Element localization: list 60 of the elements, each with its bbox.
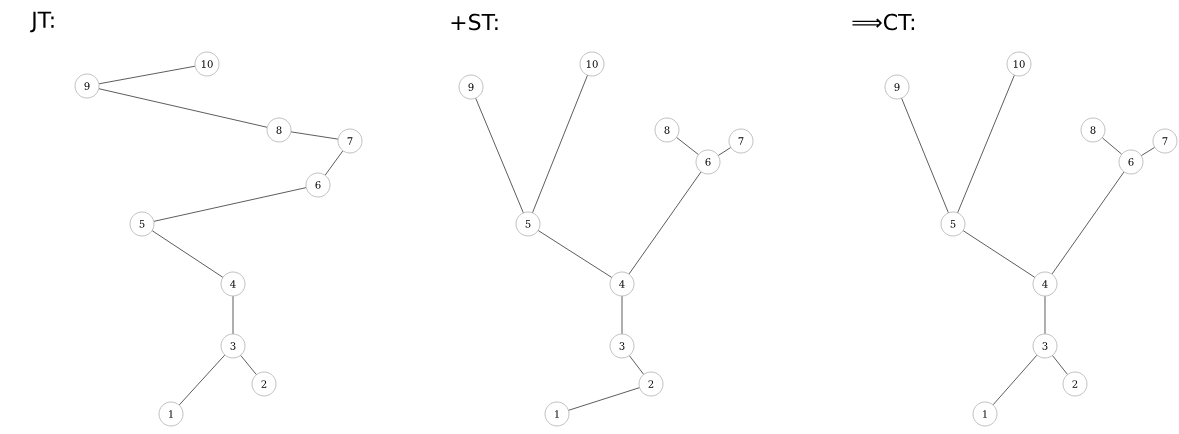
tree-node: 6 <box>1118 149 1144 175</box>
tree-node: 6 <box>695 149 721 175</box>
tree-node: 6 <box>305 172 331 198</box>
tree-edge <box>153 187 307 222</box>
tree-edge <box>628 171 702 275</box>
tree-node: 7 <box>337 128 363 154</box>
tree-node: 1 <box>544 401 570 427</box>
tree-edge <box>178 354 226 406</box>
tree-heading: JT: <box>30 11 54 33</box>
tree-node: 10 <box>194 51 220 77</box>
tree-edge <box>151 230 224 278</box>
tree-edge <box>1051 171 1125 275</box>
tree-edge <box>568 387 640 411</box>
tree-node: 5 <box>129 211 155 237</box>
tree-node: 9 <box>884 74 910 100</box>
tree-edge <box>957 75 1015 213</box>
tree-edge <box>1141 147 1155 156</box>
tree-edge <box>629 355 644 375</box>
tree-edge <box>1102 137 1122 155</box>
tree-node: 5 <box>940 211 966 237</box>
tree-node: 3 <box>609 333 635 359</box>
tree-edge <box>232 295 234 335</box>
tree-node: 4 <box>1032 271 1058 297</box>
tree-edge <box>475 98 524 213</box>
tree-edge <box>240 355 257 375</box>
tree-node: 4 <box>220 271 246 297</box>
tree-edge <box>901 98 949 213</box>
tree-node: 8 <box>654 117 680 143</box>
tree-node: 7 <box>1152 128 1178 154</box>
tree-node: 1 <box>158 401 184 427</box>
tree-node: 2 <box>638 371 664 397</box>
tree-node: 2 <box>251 371 277 397</box>
tree-edge <box>98 65 196 85</box>
tree-edge <box>962 230 1036 278</box>
tree-node: 8 <box>266 117 292 143</box>
tree-node: 5 <box>515 211 541 237</box>
tree-node: 8 <box>1080 117 1106 143</box>
tree-edge <box>992 354 1038 406</box>
tree-edge <box>1044 295 1046 335</box>
tree-node: 9 <box>74 73 100 99</box>
tree-node: 10 <box>1006 51 1032 77</box>
tree-heading: ⟹CT: <box>852 13 914 31</box>
tree-edge <box>98 88 268 128</box>
tree-node: 1 <box>972 401 998 427</box>
tree-edge <box>324 150 344 176</box>
tree-node: 7 <box>728 128 754 154</box>
tree-heading: +ST: <box>451 13 498 31</box>
tree-edge <box>532 75 588 213</box>
tree-node: 10 <box>579 51 605 77</box>
tree-edge <box>621 295 623 335</box>
tree-edge <box>676 137 699 155</box>
tree-node: 3 <box>1032 333 1058 359</box>
tree-node: 9 <box>458 74 484 100</box>
tree-edge <box>538 230 612 278</box>
tree-node: 3 <box>220 333 246 359</box>
tree-node: 2 <box>1062 371 1088 397</box>
tree-edge <box>1052 355 1068 375</box>
tree-node: 4 <box>609 271 635 297</box>
tree-edge <box>290 131 339 140</box>
tree-edge <box>718 147 731 156</box>
